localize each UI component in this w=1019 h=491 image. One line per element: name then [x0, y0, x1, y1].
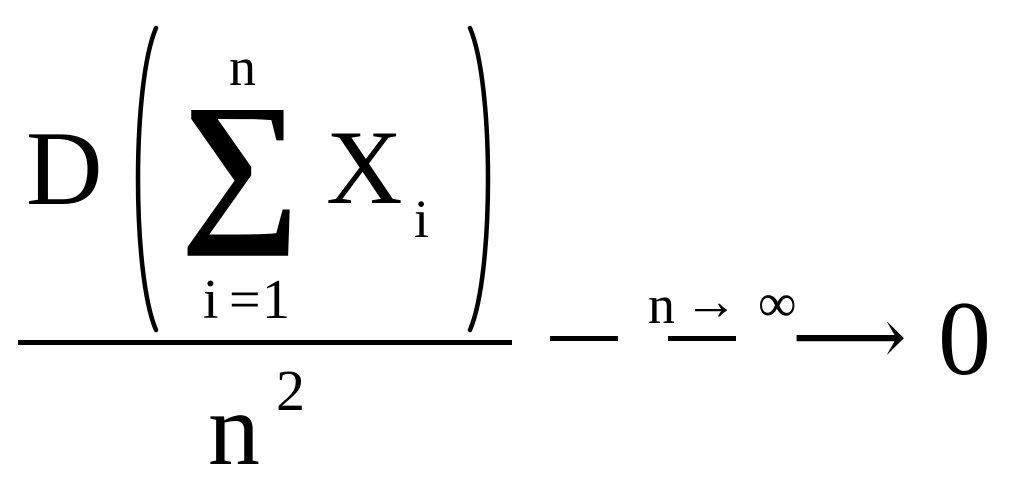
limit-arrow-shaft-segment-2 [668, 336, 736, 341]
variance-operator: D [26, 110, 103, 227]
sum-symbol: ∑ [180, 71, 300, 257]
sum-lower-value: 1 [262, 269, 290, 331]
sum-upper-limit: n [229, 37, 256, 97]
summand-subscript: i [414, 189, 430, 249]
left-parenthesis [135, 25, 159, 333]
limit-condition-target: ∞ [758, 273, 797, 333]
limit-condition-arrow: → [684, 271, 738, 331]
limit-condition-variable: n [648, 275, 675, 335]
fraction-bar [18, 340, 512, 345]
denominator-exponent: 2 [276, 358, 305, 423]
right-parenthesis [467, 25, 491, 333]
denominator-base: n [208, 372, 260, 487]
summand-variable: X [326, 109, 403, 226]
limit-arrow-shaft-segment-1 [550, 336, 618, 341]
limit-result: 0 [938, 280, 991, 397]
sum-lower-equals: = [229, 269, 261, 331]
limit-arrow: ⟶ [792, 294, 907, 382]
sum-lower-index: i [203, 269, 219, 331]
